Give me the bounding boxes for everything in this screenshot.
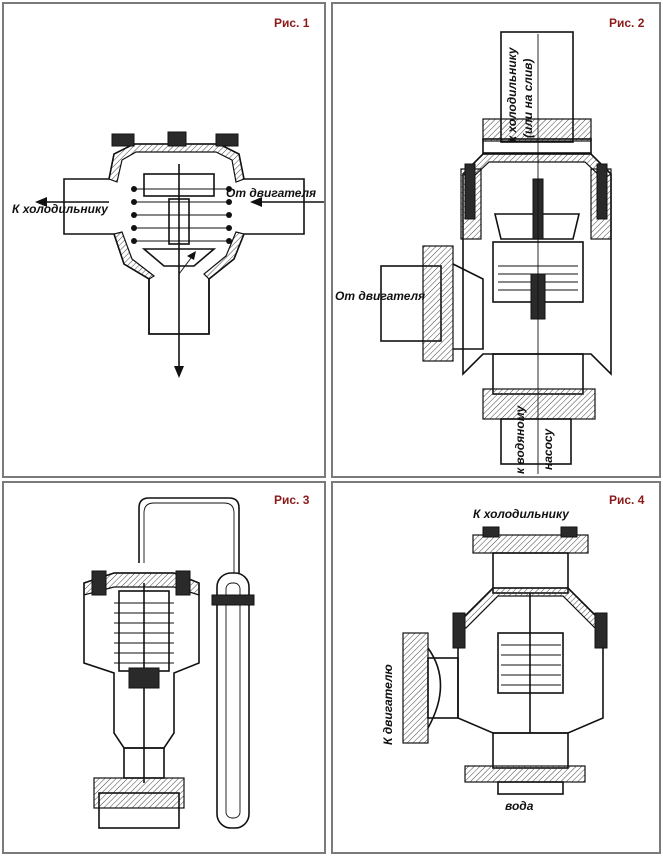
figure-2-top-label-line1: к холодильнику [505, 47, 519, 142]
figure-4-top-label: К холодильнику [473, 507, 569, 521]
figure-1-inlet-label: От двигателя [226, 186, 317, 200]
figure-3-title: Рис. 3 [274, 493, 310, 507]
figure-1-title: Рис. 1 [274, 16, 310, 30]
figure-2-inlet-label: От двигателя [335, 289, 426, 303]
figure-2-top-label-line2: (или на слив) [521, 58, 535, 138]
figure-3-drawing [83, 497, 255, 829]
figure-2-bottom-label-line1: к водяному [513, 405, 527, 474]
figure-4-drawing [402, 526, 608, 795]
figure-4-title: Рис. 4 [609, 493, 645, 507]
figure-4-left-label: К двигателю [381, 664, 395, 745]
figure-1-drawing [35, 131, 324, 378]
figure-2-bottom-label-line2: насосу [541, 428, 555, 470]
figure-3-panel: Рис. 3 [2, 481, 326, 854]
figure-4-panel: Рис. 4 К холодильнику К двигателю вода [331, 481, 661, 854]
figure-2-title: Рис. 2 [609, 16, 645, 30]
figure-2-drawing [380, 31, 612, 474]
figure-1-panel: Рис. 1 [2, 2, 326, 478]
figure-1-outlet-label: К холодильнику [12, 202, 108, 216]
figure-2-panel: Рис. 2 к холодильни [331, 2, 661, 478]
figure-4-bottom-label: вода [505, 799, 534, 813]
